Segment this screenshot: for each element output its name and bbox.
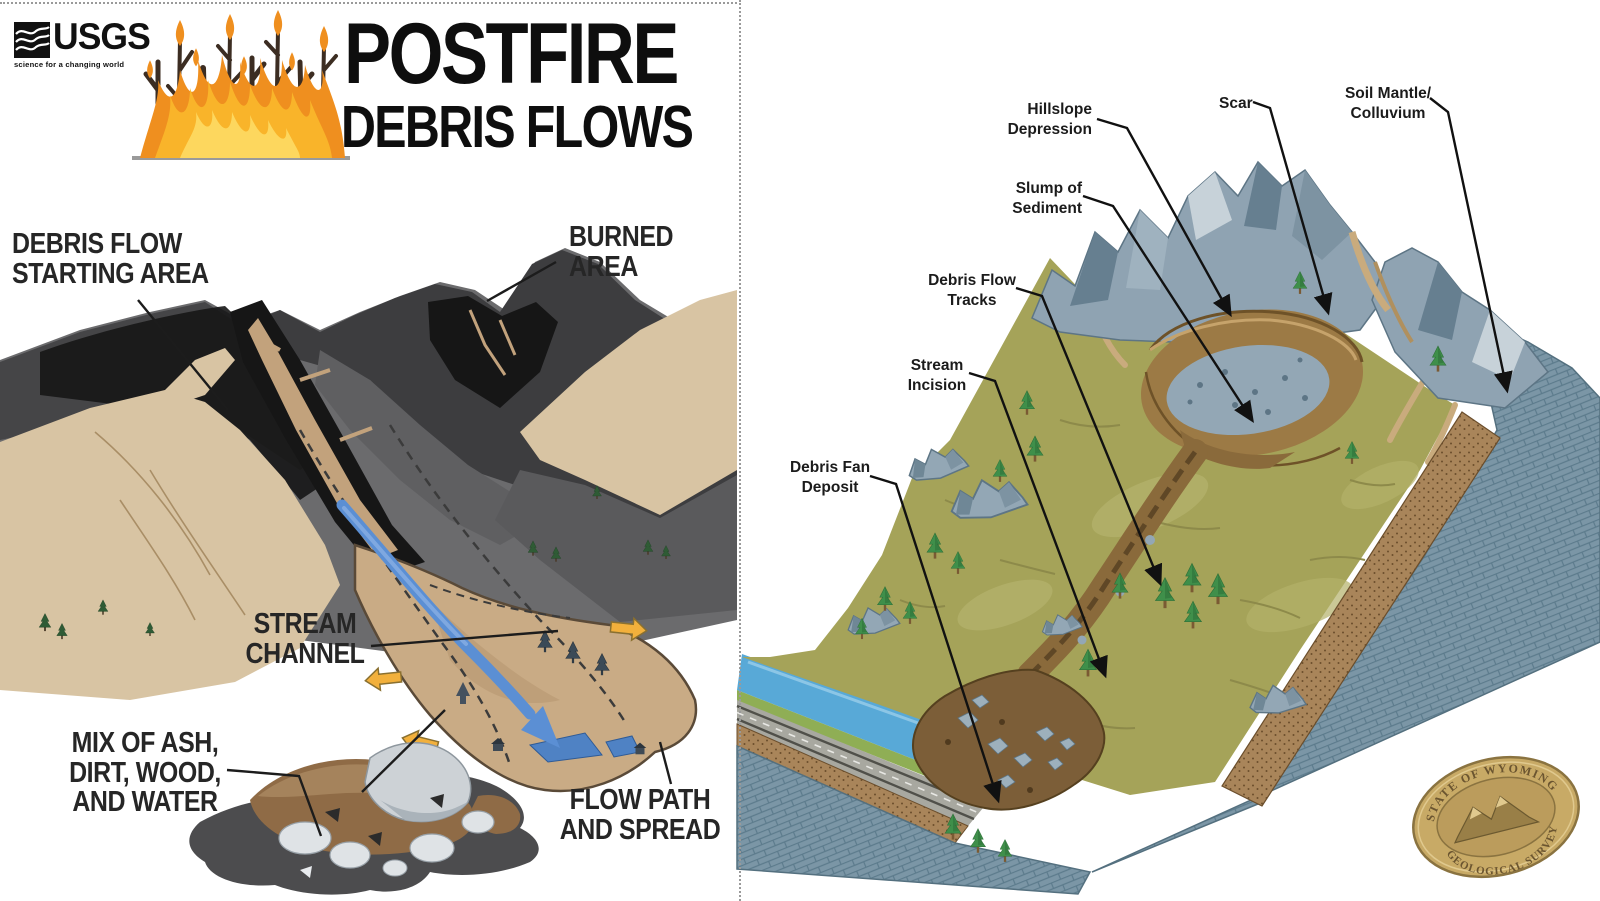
dotted-border-top [0,2,737,4]
label-mix-of-ash: MIX OF ASH, DIRT, WOOD, AND WATER [69,727,221,819]
usgs-acronym: USGS [53,16,151,57]
leader-burned-area [486,260,557,303]
leader-hillslope-depression [1096,117,1232,318]
leader-mix [226,768,323,837]
label-burned-area: BURNED AREA [569,221,674,283]
label-debris-flow-starting-area: DEBRIS FLOW STARTING AREA [12,228,209,290]
spread-arrow-left [364,666,403,692]
stream-flow-arrow [336,499,560,748]
burning-trees-illustration [132,10,350,160]
dark-up-arrow [456,682,470,704]
right-block-diagram: STATE OF WYOMING GEOLOGICAL SURVEY [736,97,1600,895]
label-debris-fan-deposit: Debris Fan Deposit [789,459,871,496]
right-leader-lines [869,97,1513,804]
page-title-line2: DEBRIS FLOWS [341,94,694,160]
leader-flow-path [658,741,673,785]
label-stream-channel: STREAM CHANNEL [245,608,365,670]
label-stream-incision: Stream Incision [907,357,967,394]
leader-slump [1082,194,1254,424]
debris-pile [189,742,539,895]
left-mountain-illustration [0,10,737,895]
label-flow-path-and-spread: FLOW PATH AND SPREAD [559,784,721,846]
spread-arrow-right [609,616,648,642]
leader-incision [968,371,1108,679]
debris-flow-track [1017,439,1208,688]
label-hillslope-depression: Hillslope Depression [1007,101,1092,138]
leader-stream-channel [370,629,559,648]
usgs-logo: USGS science for a changing world [14,16,164,69]
leader-fan [869,474,1002,804]
leader-pile [361,709,446,793]
label-scar: Scar [1219,95,1253,112]
usgs-logo-icon [14,22,50,58]
leader-soil-mantle [1429,97,1513,394]
leader-scar [1252,100,1333,316]
label-soil-mantle-colluvium: Soil Mantle/ Colluvium [1344,85,1432,122]
wyoming-geological-survey-seal: STATE OF WYOMING GEOLOGICAL SURVEY [1412,747,1580,890]
dotted-divider [739,0,741,901]
page-title-line1: POSTFIRE [344,6,679,102]
left-leader-lines [137,260,673,837]
leader-tracks [1015,286,1163,587]
leader-starting-area [137,299,229,411]
label-debris-flow-tracks: Debris Flow Tracks [928,272,1016,309]
label-slump-of-sediment: Slump of Sediment [1012,180,1082,217]
usgs-tagline: science for a changing world [14,60,125,69]
